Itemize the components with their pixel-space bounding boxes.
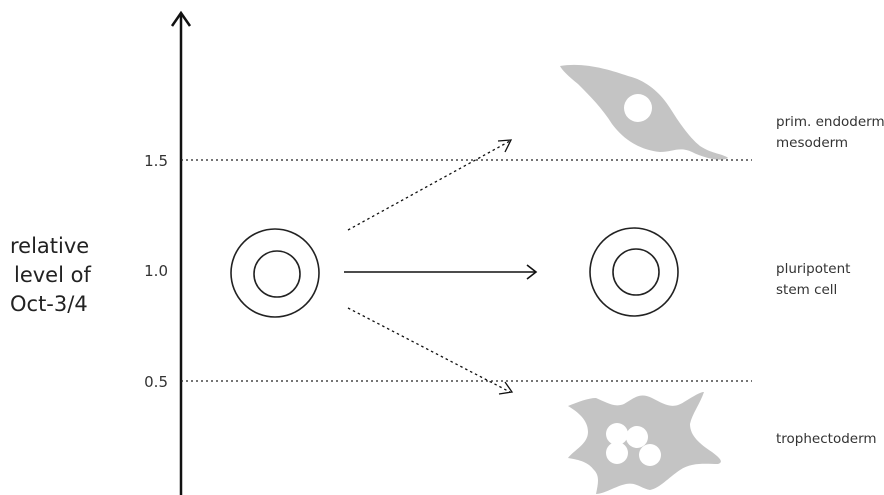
- stem-cell-start-outer: [230, 228, 320, 318]
- mesoderm-cell-nucleus: [624, 94, 652, 122]
- tick-label-1-0: 1.0: [144, 262, 168, 280]
- label-top-line-2: mesoderm: [776, 135, 848, 151]
- tick-label-1-5: 1.5: [144, 152, 168, 170]
- y-axis-title-line-2: level of: [14, 263, 91, 287]
- y-axis-title-line-1: relative: [10, 234, 89, 258]
- label-top-line-1: prim. endoderm: [776, 114, 884, 130]
- tick-label-0-5: 0.5: [144, 373, 168, 391]
- arrow-down-dotted: [347, 307, 514, 395]
- arrow-up-dotted: [347, 139, 513, 231]
- y-axis: [170, 10, 192, 495]
- label-bottom-line-1: trophectoderm: [776, 431, 877, 447]
- mesoderm-cell: [560, 64, 728, 160]
- trophectoderm-vesicle-1: [606, 423, 628, 445]
- trophectoderm-vesicle-2: [626, 426, 648, 448]
- trophectoderm-cell: [568, 392, 721, 494]
- stem-cell-end-nucleus: [612, 248, 660, 296]
- label-middle-line-2: stem cell: [776, 282, 837, 298]
- cell-labels: prim. endoderm mesoderm pluripotent stem…: [776, 114, 884, 447]
- stem-cell-end: [589, 227, 679, 317]
- stem-cell-end-outer: [589, 227, 679, 317]
- stem-cell-start-nucleus: [253, 250, 301, 298]
- trophectoderm-vesicle-4: [639, 444, 661, 466]
- label-middle-line-1: pluripotent: [776, 261, 850, 277]
- trophectoderm-vesicle-3: [606, 442, 628, 464]
- y-axis-title: relative level of Oct-3/4: [10, 234, 91, 316]
- stem-cell-start: [230, 228, 320, 318]
- y-axis-arrowhead: [170, 10, 192, 27]
- arrow-middle-solid: [344, 264, 538, 280]
- y-axis-title-line-3: Oct-3/4: [10, 292, 88, 316]
